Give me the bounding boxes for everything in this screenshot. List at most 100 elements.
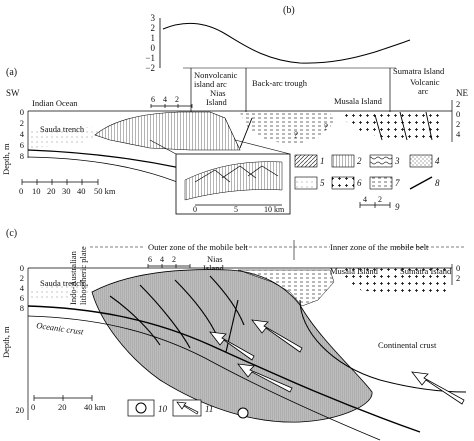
panel-c: (c) Indo-Australian lithospheric plate O… [1, 228, 467, 441]
a-inset-0: 0 [193, 205, 197, 214]
b-tick-2: 2 [151, 23, 156, 33]
c-scale-bar: 0 20 40 km [31, 395, 106, 412]
a-scale-40: 40 [77, 186, 86, 196]
a-inset-10: 10 km [264, 205, 285, 214]
c-oceanic-slab-bottom [27, 315, 381, 441]
c-back-arc-fill [237, 269, 335, 307]
a-nias-2: Island [206, 97, 228, 107]
c-scale-40: 40 km [84, 402, 106, 412]
legend-num-3: 3 [394, 156, 400, 166]
a-inset: 0 5 10 km [149, 139, 291, 215]
a-indian-ocean: Indian Ocean [32, 98, 78, 108]
a-dl-6: 6 [20, 140, 24, 150]
a-inset-leader-1 [149, 139, 177, 155]
a-question-1: ? [294, 130, 298, 140]
legend-swatch-8 [409, 176, 433, 190]
gravity-anomaly-curve [162, 22, 411, 64]
c-marker-circle [237, 407, 249, 419]
legend-swatch-9: 4 2 [359, 195, 391, 208]
a-ne: NE [456, 88, 468, 98]
legend-swatch-7 [369, 176, 393, 190]
legend-num-1: 1 [320, 156, 325, 166]
a-bar-6: 6 [151, 95, 155, 104]
legend-10-circle [135, 402, 147, 414]
c-continental-boundary [299, 299, 467, 393]
c-dr-2: 2 [456, 273, 460, 283]
a-dr-2b: 2 [456, 119, 460, 129]
c-nias-1: Nias [207, 254, 223, 264]
a-inset-folds [194, 165, 279, 183]
legend-num-5: 5 [320, 178, 325, 188]
c-depth-ticks-left: 0 2 4 6 8 20 [16, 263, 25, 415]
legend-swatch-6 [331, 176, 355, 190]
c-indo-2: lithospheric plate [78, 246, 88, 305]
a-dr-0: 0 [456, 109, 460, 119]
flow-arrow-2 [209, 331, 255, 361]
a-scale-10: 10 [32, 186, 41, 196]
b-tick-m2: −2 [145, 63, 155, 73]
b-tick-m1: −1 [145, 53, 155, 63]
a-sumatra: Sumatra Island [393, 66, 445, 76]
a-inset-strata [184, 161, 283, 201]
a-nonvolcanic-2: island arc [194, 79, 227, 89]
c-indo-1: Indo-Australian [68, 250, 78, 305]
panel-c-label: (c) [6, 228, 17, 239]
a-bar-2: 2 [175, 95, 179, 104]
a-bar-4: 4 [163, 95, 167, 104]
legend9-2: 2 [378, 195, 382, 204]
a-scale-0: 0 [19, 186, 23, 196]
c-flow-arrows [209, 319, 465, 405]
c-oceanic-crust: Oceanic crust [36, 320, 85, 337]
a-back-arc: Back-arc trough [252, 78, 308, 88]
a-musala: Musala Island [334, 96, 383, 106]
a-sauda-trench: Sauda trench [40, 124, 85, 134]
legend-num-6: 6 [357, 178, 362, 188]
c-dl-20: 20 [16, 405, 25, 415]
c-scale-20: 20 [58, 402, 67, 412]
legend-num-11: 11 [205, 404, 213, 414]
a-dl-2: 2 [20, 118, 24, 128]
c-outer-zone: Outer zone of the mobile belt [148, 242, 248, 252]
legend-swatch-2 [331, 154, 355, 168]
a-dr-4: 4 [456, 129, 461, 139]
a-trench-sediment [28, 127, 102, 148]
c-legend: 10 11 [127, 399, 213, 417]
c-dl-8: 8 [20, 303, 24, 313]
c-bar-4: 4 [160, 255, 164, 264]
flow-arrow-4 [411, 371, 465, 405]
c-scale-bar-6-4-2: 6 4 2 [147, 255, 191, 268]
flow-arrow-1 [251, 319, 303, 353]
a-sw: SW [6, 88, 20, 98]
legend-swatch-1 [294, 154, 318, 168]
c-trench-sediment [28, 285, 92, 300]
a-question-2: ? [324, 122, 328, 132]
a-depth-ticks-left: 0 2 4 6 8 [20, 107, 25, 161]
a-scale-50: 50 km [94, 186, 116, 196]
flow-arrow-3 [237, 363, 293, 393]
legend9-4: 4 [363, 195, 367, 204]
b-tick-1: 1 [151, 33, 156, 43]
c-zone-bracket [90, 240, 466, 260]
panel-a-label: (a) [6, 67, 17, 78]
c-bar-6: 6 [148, 255, 152, 264]
b-tick-3: 3 [151, 13, 156, 23]
c-dl-4: 4 [20, 283, 25, 293]
a-nias-1: Nias [210, 88, 226, 98]
c-bar-2: 2 [172, 255, 176, 264]
a-volcanic-1: Volcanic [410, 77, 440, 87]
legend-swatch-4 [409, 154, 433, 168]
c-dl-0: 0 [20, 263, 24, 273]
legend-num-8: 8 [435, 178, 440, 188]
a-dl-0: 0 [20, 107, 24, 117]
c-oceanic-slab-top [27, 305, 421, 433]
panel-b-ticks: 3 2 1 0 −1 −2 [145, 13, 155, 73]
a-inset-leader-2 [234, 139, 291, 155]
legend-num-9: 9 [395, 202, 400, 212]
a-dr-2a: 2 [456, 99, 460, 109]
a-legend: 1 2 3 4 5 6 7 8 4 2 9 [294, 154, 440, 212]
legend-num-10: 10 [158, 404, 168, 414]
a-back-arc-fill [240, 113, 335, 145]
a-depth-ticks-right: 2 0 2 4 [456, 99, 461, 139]
panel-b-label: (b) [283, 5, 295, 16]
